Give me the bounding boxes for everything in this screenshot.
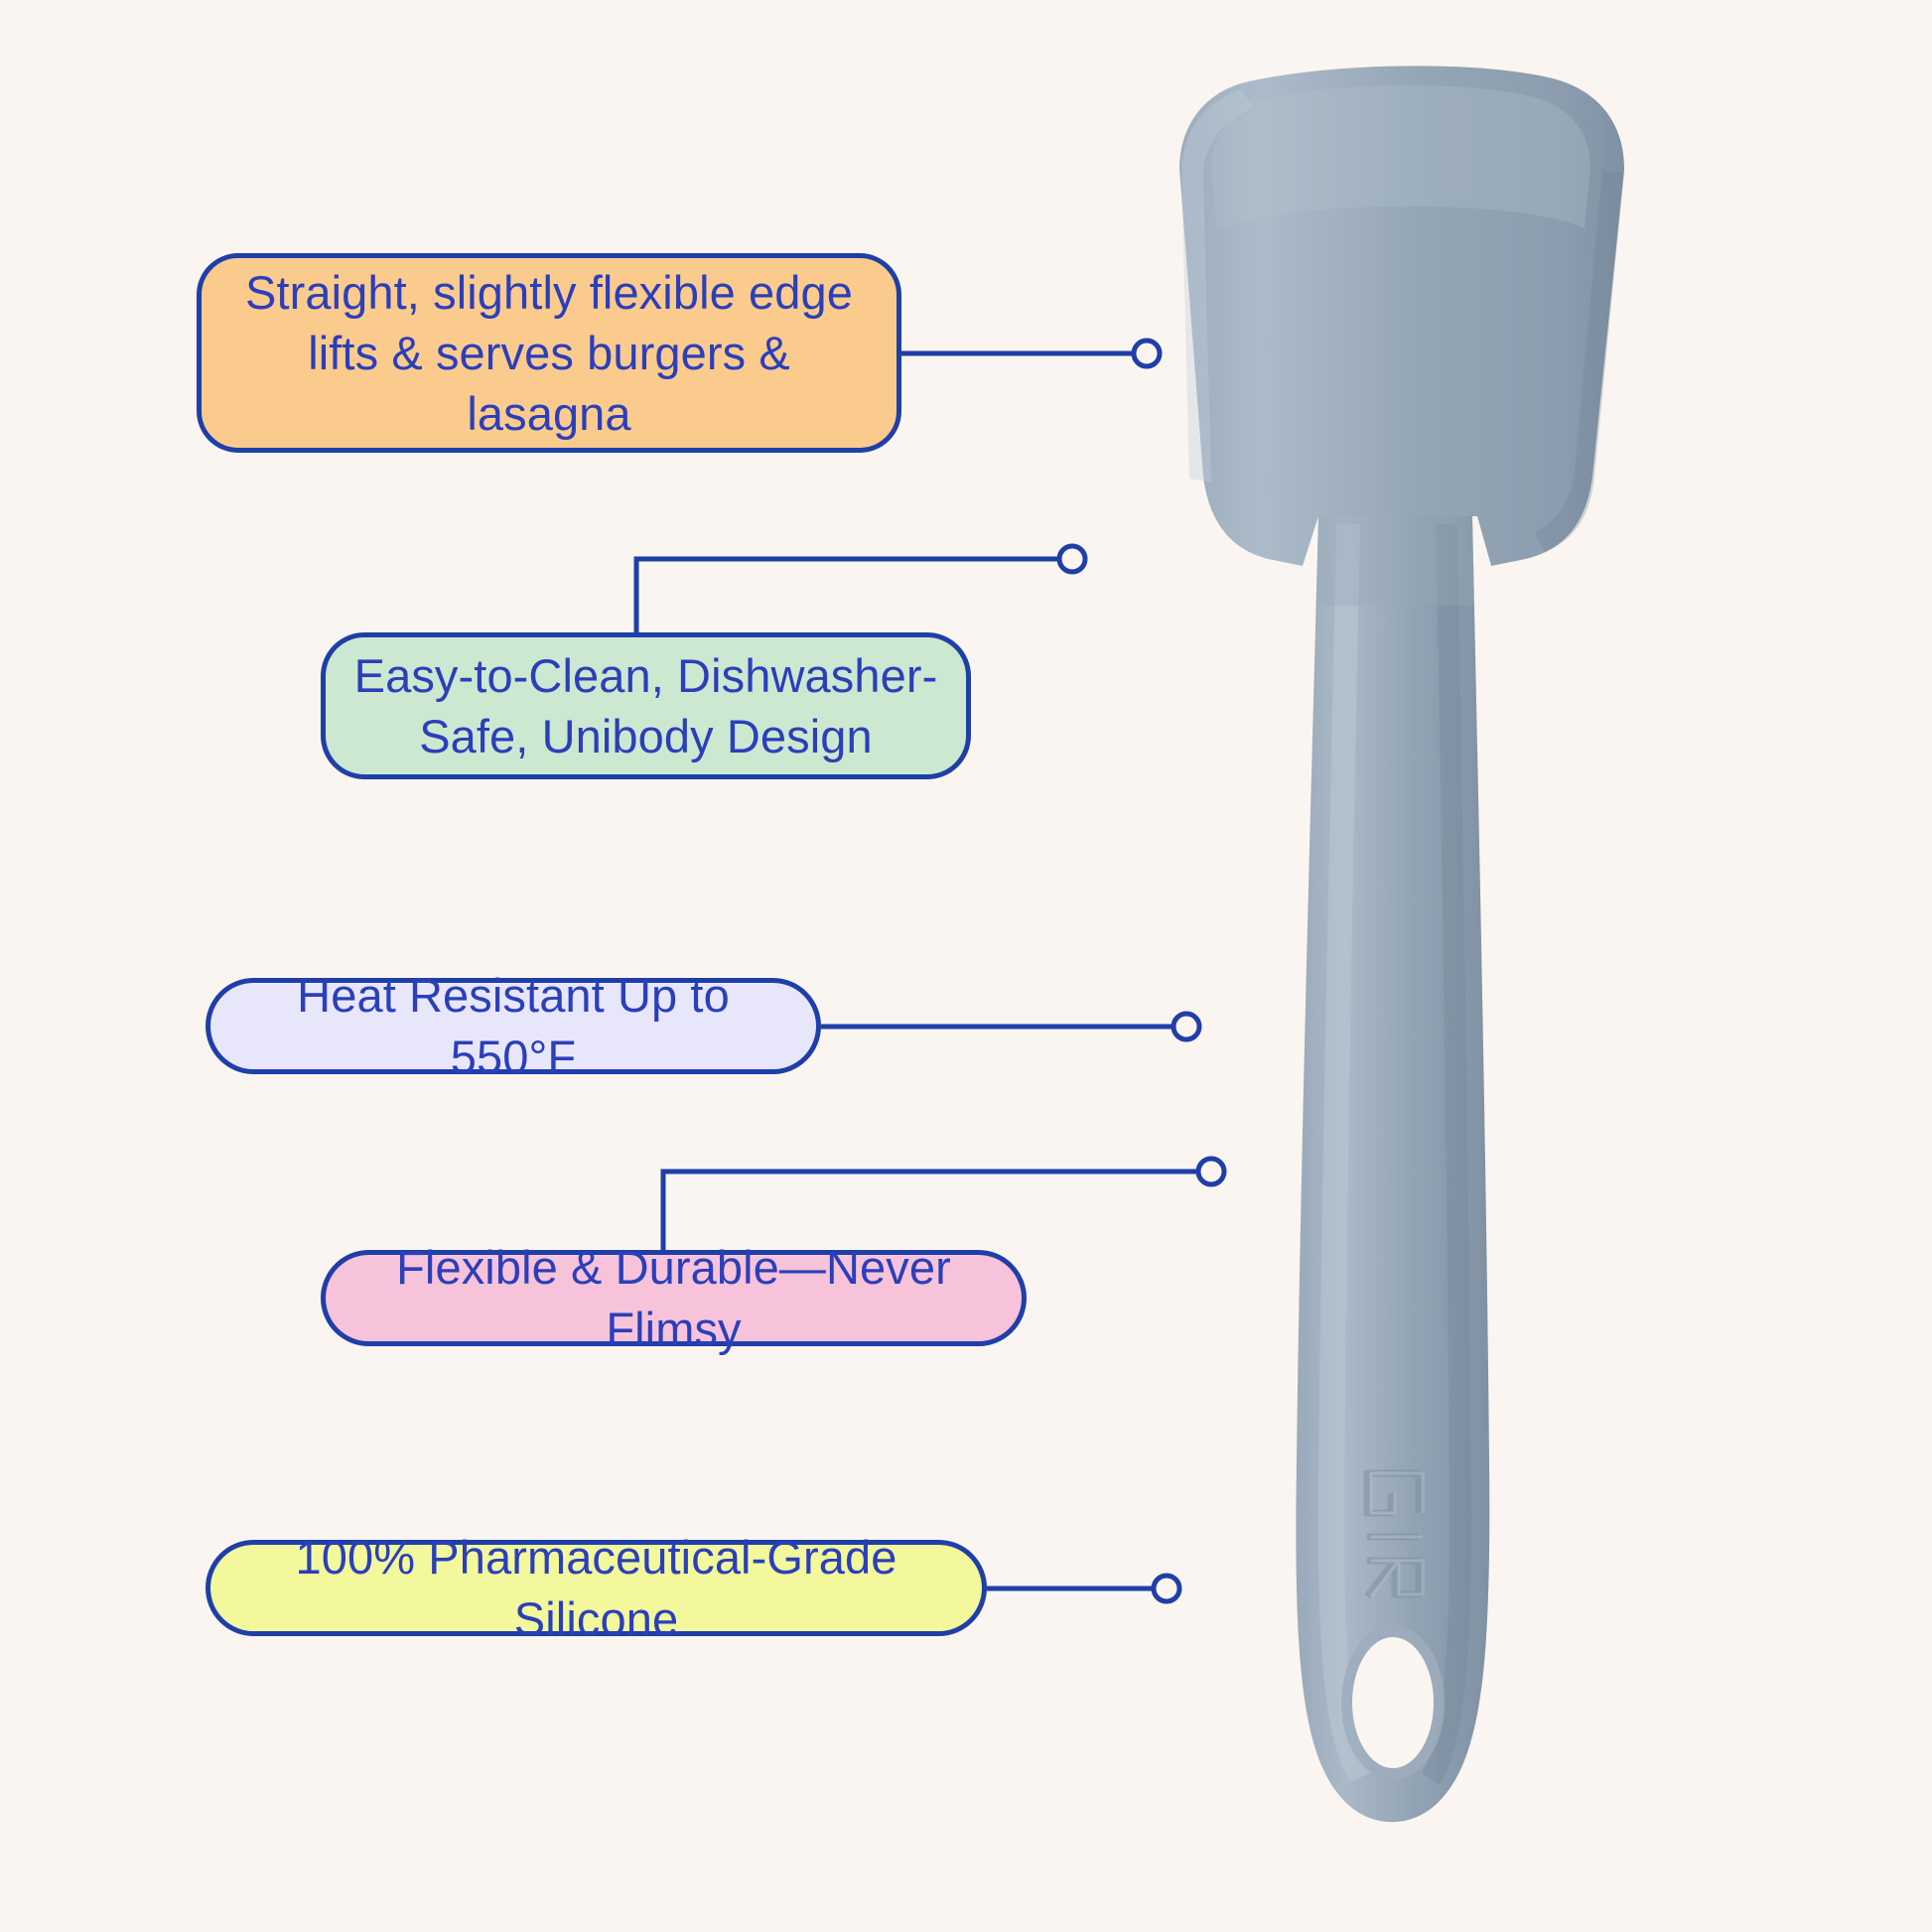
callout-clean: Easy-to-Clean, Dishwasher-Safe, Unibody … <box>321 632 971 779</box>
callout-clean-text: Easy-to-Clean, Dishwasher-Safe, Unibody … <box>353 648 938 762</box>
callout-durable-text: Flexible & Durable—Never Flimsy <box>396 1241 951 1355</box>
callout-durable: Flexible & Durable—Never Flimsy <box>321 1241 1027 1355</box>
hanging-hole <box>1341 1625 1445 1780</box>
connector-clean <box>633 543 1088 632</box>
callout-material: 100% Pharmaceutical-Grade Silicone <box>206 1531 987 1645</box>
spatula-handle <box>1296 516 1490 1823</box>
callout-material-text: 100% Pharmaceutical-Grade Silicone <box>295 1531 897 1645</box>
gir-logo-emboss <box>1363 1469 1425 1599</box>
callout-heat-text: Heat Resistant Up to 550°F <box>297 969 730 1083</box>
callout-heat: Heat Resistant Up to 550°F <box>206 969 821 1083</box>
connector-durable <box>660 1156 1227 1250</box>
spatula-head <box>1179 66 1624 566</box>
spatula-illustration <box>1179 66 1624 1823</box>
connector-edge <box>901 338 1163 369</box>
connector-endpoint-dot <box>1056 543 1088 575</box>
